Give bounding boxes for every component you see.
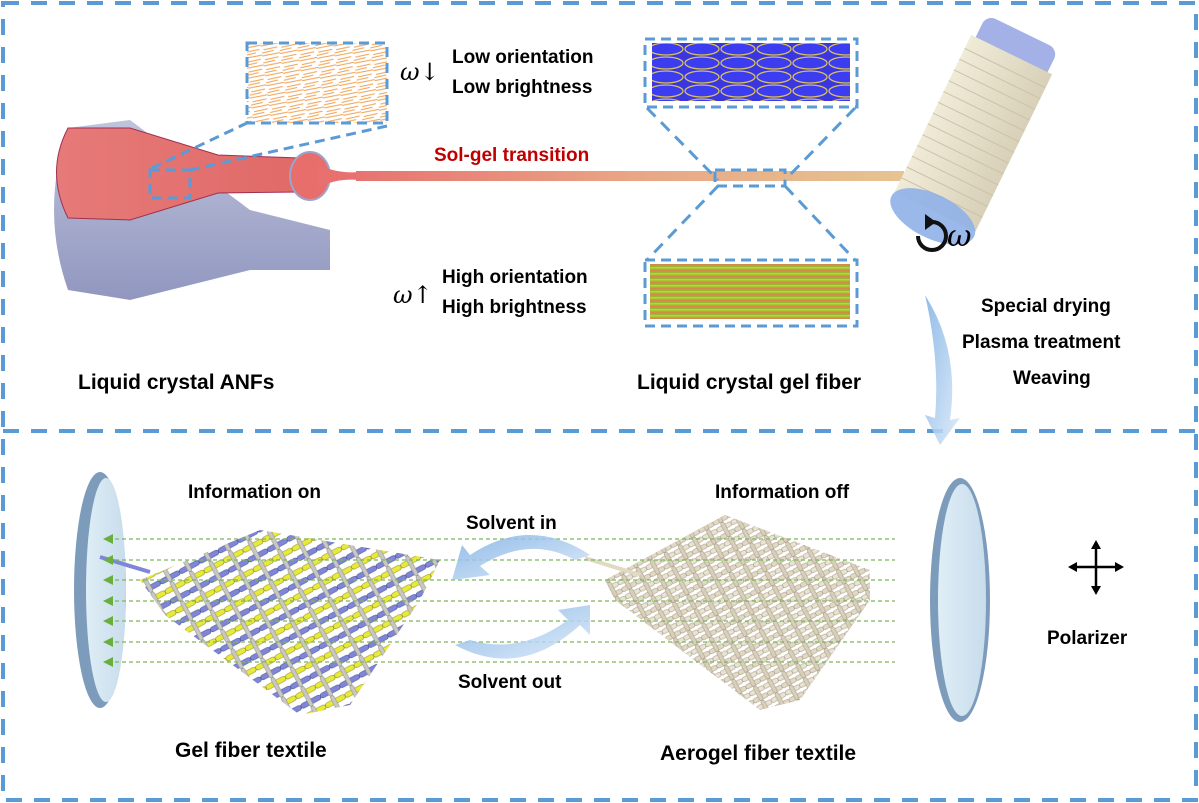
information-off-label: Information off (715, 482, 850, 503)
omega-down-symbol: ω↓ (400, 60, 440, 85)
liquid-crystal-anfs-label: Liquid crystal ANFs (78, 371, 275, 394)
polarizer-label: Polarizer (1047, 628, 1128, 649)
omega-down-text: ω↓ (400, 58, 440, 86)
high-orientation-label: High orientation (442, 267, 588, 288)
sol-gel-transition-label: Sol-gel transition (434, 145, 590, 166)
aerogel-fiber-textile-label: Aerogel fiber textile (660, 742, 857, 765)
spinneret (54, 120, 360, 300)
low-brightness-label: Low brightness (452, 77, 593, 98)
solvent-out-arrow-icon (455, 605, 590, 659)
gel-textile (140, 530, 440, 715)
collector-spool (890, 17, 1056, 245)
left-lens (74, 472, 126, 708)
rotation-arrowhead-icon (925, 214, 936, 230)
rotation-omega-label: ω (947, 219, 972, 254)
omega-up-text: ω↑ (393, 281, 433, 309)
light-rays (115, 538, 895, 663)
aerogel-fiber-lead (584, 556, 641, 577)
ray-arrowheads (103, 534, 113, 667)
inset-high-orientation (643, 258, 859, 328)
solvent-in-arrow-icon (452, 535, 590, 580)
inset-anfs (148, 41, 389, 200)
process-arrow-icon (925, 295, 960, 445)
high-brightness-label: High brightness (442, 297, 587, 318)
process-step-weaving: Weaving (1013, 368, 1091, 389)
liquid-crystal-gel-fiber-label: Liquid crystal gel fiber (637, 371, 862, 394)
inset-low-orientation (643, 37, 859, 262)
rotation-arrow-icon (916, 220, 948, 252)
right-lens (930, 478, 990, 722)
fiber-line (356, 171, 904, 181)
information-on-label: Information on (188, 482, 321, 503)
omega-up-symbol: ω↑ (393, 283, 433, 308)
gel-fiber-textile-label: Gel fiber textile (175, 739, 327, 762)
process-step-plasma-treatment: Plasma treatment (962, 332, 1121, 353)
aerogel-textile (605, 515, 870, 710)
process-step-special-drying: Special drying (981, 296, 1111, 317)
solvent-out-label: Solvent out (458, 672, 562, 693)
polarizer-cross-icon (1068, 540, 1124, 595)
low-orientation-label: Low orientation (452, 47, 594, 68)
solvent-in-label: Solvent in (466, 513, 557, 534)
